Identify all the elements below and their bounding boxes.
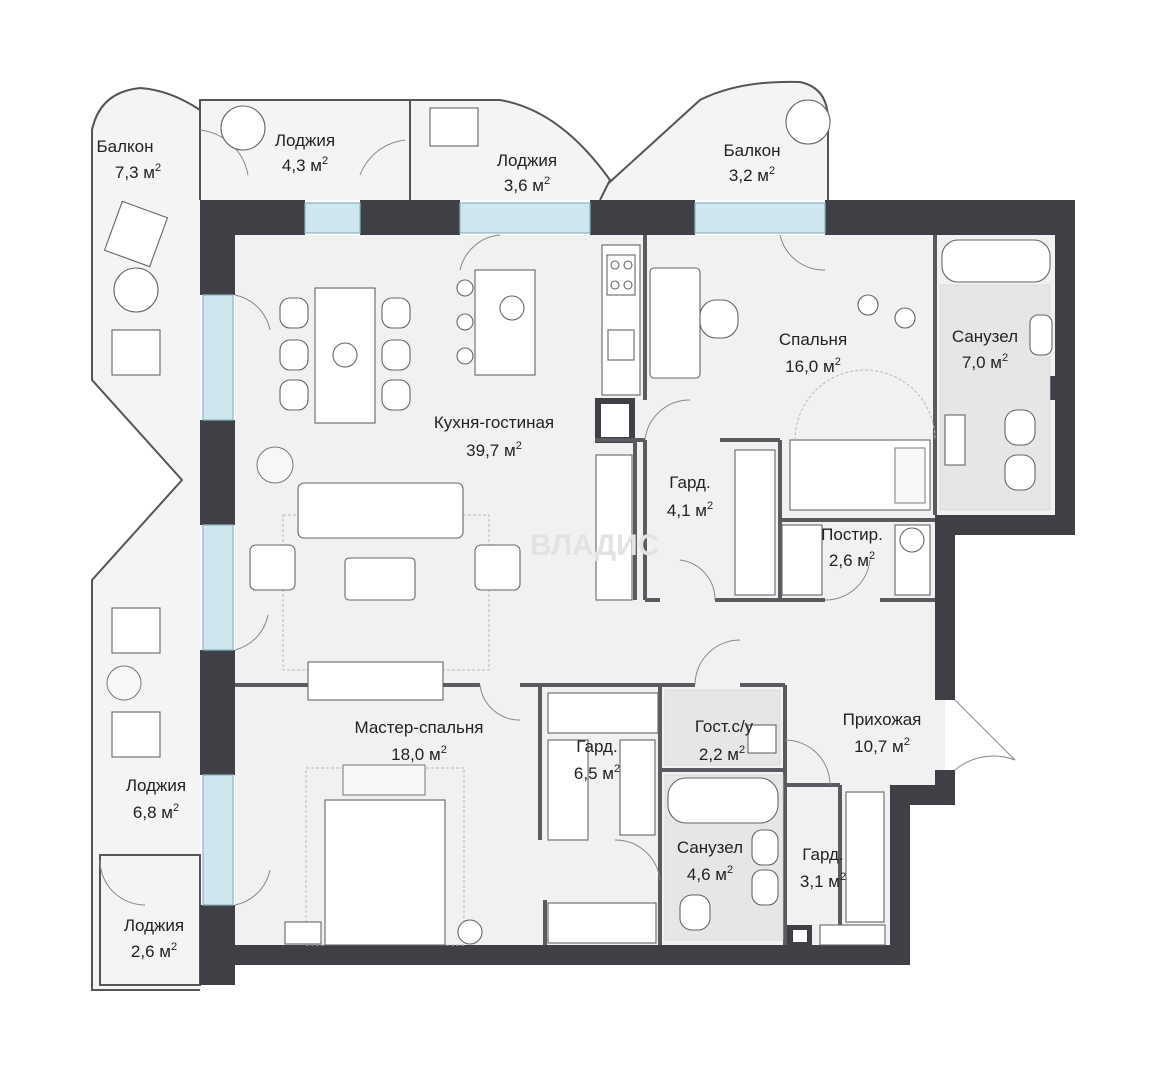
room-name: Санузел bbox=[677, 838, 743, 857]
room-name: Лоджия bbox=[497, 151, 557, 170]
balcony-2-outline bbox=[589, 80, 829, 201]
room-area: 4,6 м2 bbox=[687, 864, 733, 884]
room-name: Лоджия bbox=[275, 131, 335, 150]
room-name: Постир. bbox=[821, 525, 883, 544]
room-name: Лоджия bbox=[126, 776, 186, 795]
room-area: 7,3 м2 bbox=[115, 162, 161, 182]
room-name: Гард. bbox=[576, 737, 617, 756]
outer-walls bbox=[200, 200, 1075, 985]
room-area: 7,0 м2 bbox=[962, 352, 1008, 372]
bedroom-furniture bbox=[649, 267, 936, 511]
outdoor-outline bbox=[91, 86, 201, 991]
room-name: Гард. bbox=[669, 473, 710, 492]
kitchen-furniture bbox=[279, 244, 641, 601]
room-area: 16,0 м2 bbox=[785, 356, 841, 376]
living-furniture bbox=[249, 446, 521, 701]
room-area: 6,5 м2 bbox=[574, 763, 620, 783]
room-name: Балкон bbox=[723, 141, 780, 160]
loggia-4-outline bbox=[99, 854, 201, 986]
doors bbox=[99, 129, 1016, 906]
windows bbox=[202, 202, 826, 906]
room-name: Спальня bbox=[779, 330, 847, 349]
room-name: Гост.с/у bbox=[695, 717, 754, 736]
room-area: 6,8 м2 bbox=[133, 802, 179, 822]
room-area: 18,0 м2 bbox=[391, 744, 447, 764]
wardrobes bbox=[547, 449, 931, 946]
room-labels: Балкон 7,3 м2 Лоджия 4,3 м2 Лоджия 3,6 м… bbox=[96, 131, 1018, 961]
room-area: 3,1 м2 bbox=[800, 871, 846, 891]
loggia-top-outline bbox=[199, 99, 612, 201]
outdoor-furniture bbox=[103, 99, 831, 758]
room-area: 2,6 м2 bbox=[829, 550, 875, 570]
room-area: 3,6 м2 bbox=[504, 175, 550, 195]
room-area: 3,2 м2 bbox=[729, 165, 775, 185]
room-name: Лоджия bbox=[124, 916, 184, 935]
room-name: Санузел bbox=[952, 327, 1018, 346]
room-name: Балкон bbox=[96, 137, 153, 156]
bathroom-fixtures bbox=[664, 239, 1053, 941]
room-name: Мастер-спальня bbox=[354, 718, 483, 737]
room-area: 4,1 м2 bbox=[667, 500, 713, 520]
room-area: 2,6 м2 bbox=[131, 941, 177, 961]
master-bedroom-furniture bbox=[284, 764, 483, 946]
room-area: 10,7 м2 bbox=[854, 736, 910, 756]
room-name: Гард. bbox=[802, 845, 843, 864]
room-area: 39,7 м2 bbox=[466, 440, 522, 460]
room-name: Прихожая bbox=[843, 710, 922, 729]
room-area: 2,2 м2 bbox=[699, 744, 745, 764]
watermark: ВЛАДИС bbox=[530, 529, 659, 562]
room-area: 4,3 м2 bbox=[282, 155, 328, 175]
room-name: Кухня-гостиная bbox=[434, 413, 554, 432]
